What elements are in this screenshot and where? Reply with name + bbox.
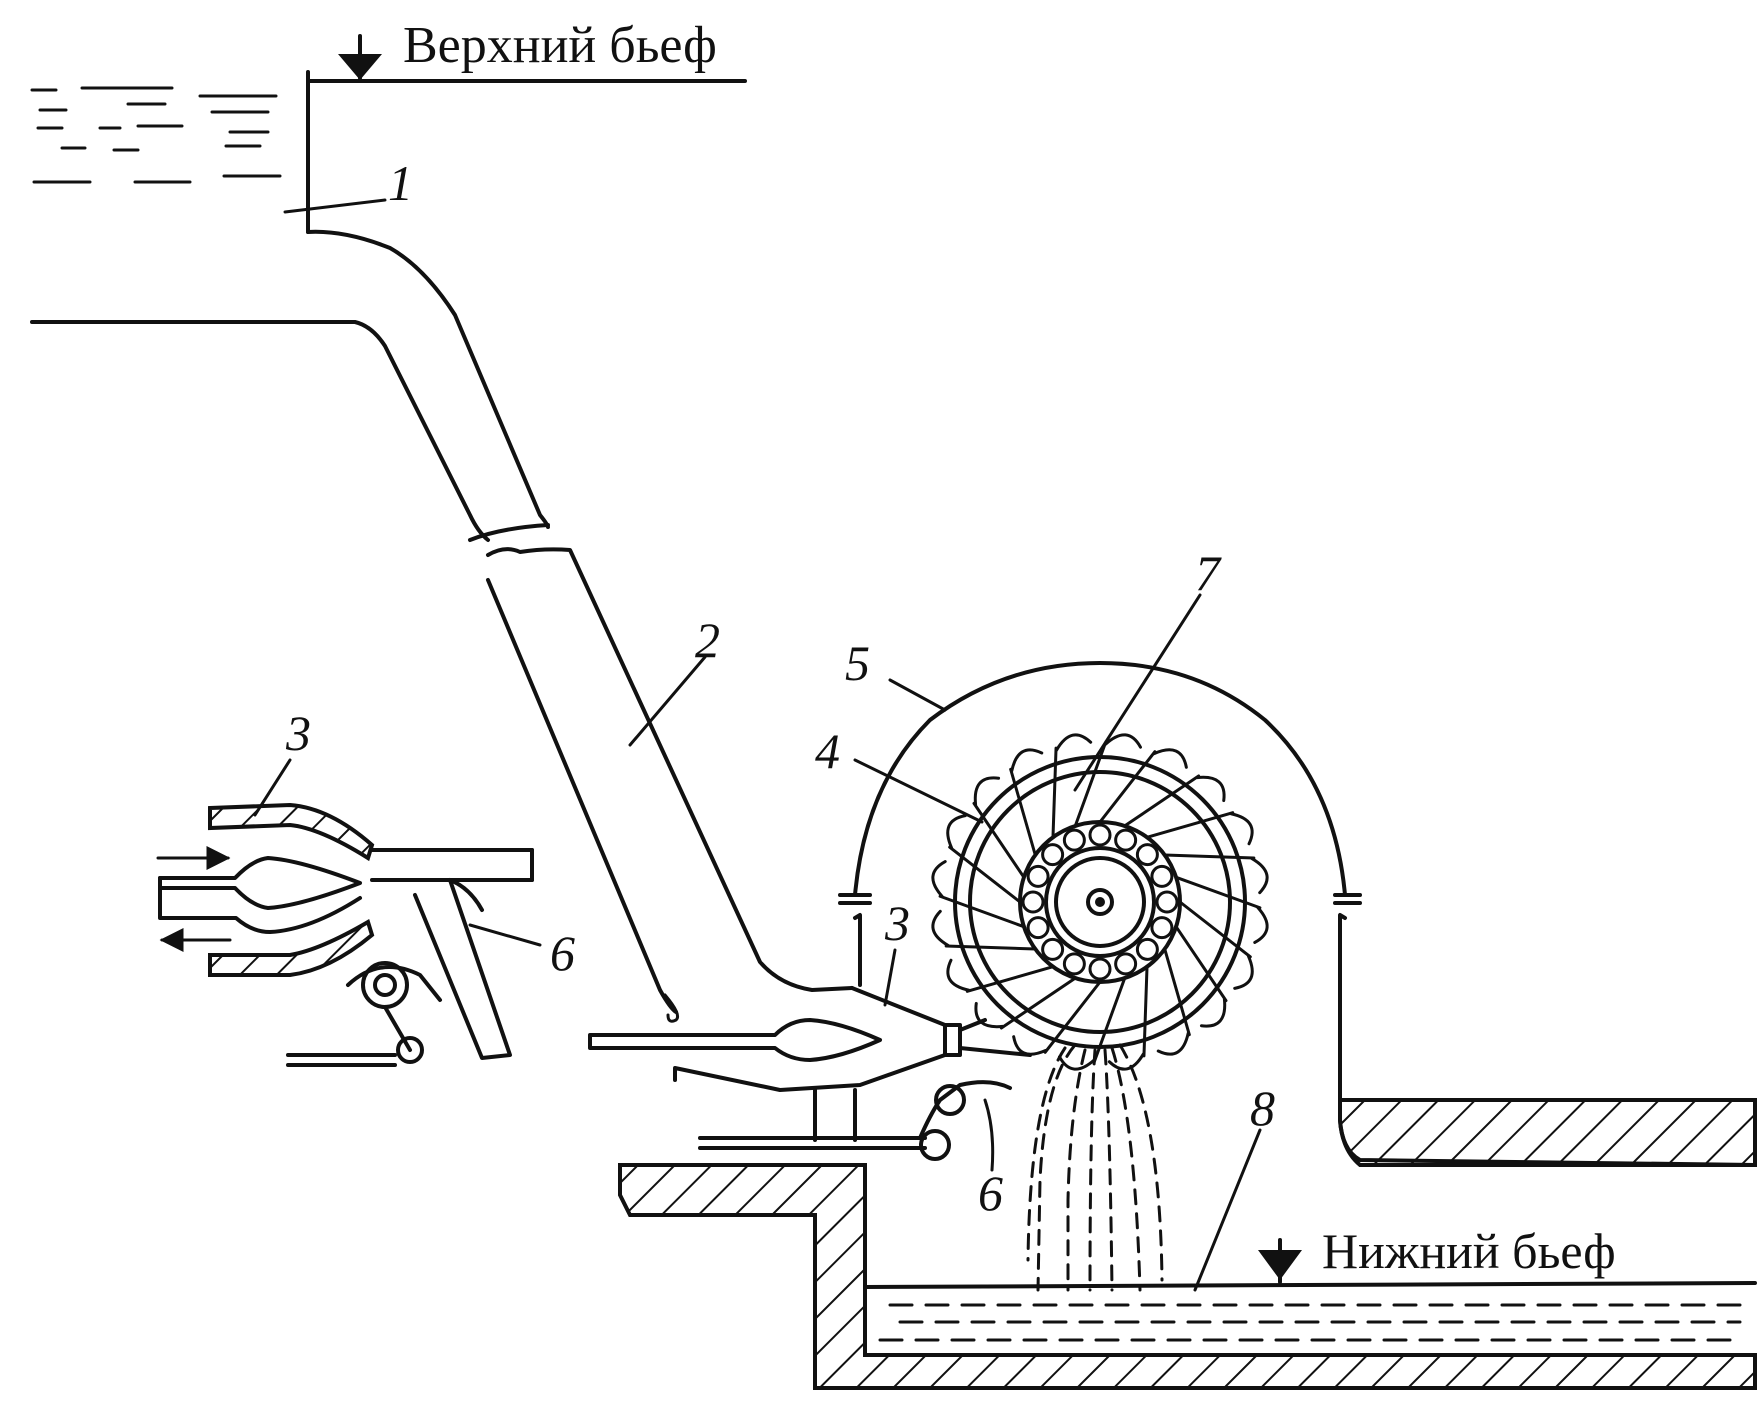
- runner-bucket: [1250, 857, 1269, 895]
- callout-6-main-label: 6: [978, 1165, 1003, 1221]
- runner-spoke: [1098, 750, 1157, 824]
- inset-deflector: [286, 878, 512, 1067]
- callout-5-label: 5: [845, 635, 870, 691]
- runner-bucket: [1195, 775, 1226, 803]
- runner-bolt-hole: [1114, 952, 1138, 976]
- dam-crest-line: [30, 320, 490, 542]
- runner-bolt-hole: [1041, 843, 1065, 867]
- callout-4-label: 4: [815, 723, 840, 779]
- runner-spoke: [1123, 774, 1201, 828]
- runner-spoke: [1145, 811, 1235, 839]
- runner-bucket: [1233, 954, 1254, 990]
- callout-2-label: 2: [695, 612, 720, 668]
- runner-spoke: [1073, 740, 1108, 828]
- runner-spoke: [965, 965, 1055, 993]
- runner-bucket: [1199, 997, 1227, 1028]
- runner-spoke: [1178, 900, 1252, 959]
- runner-spoke: [1051, 746, 1058, 839]
- runner-spoke: [1009, 767, 1037, 857]
- upper-pool: [30, 34, 747, 234]
- callout-3-main-label: 3: [884, 895, 910, 951]
- runner-bolt-hole: [1041, 937, 1065, 961]
- runner-spoke: [1163, 947, 1191, 1037]
- runner-bolt-hole: [1150, 864, 1174, 888]
- runner-spoke: [1163, 853, 1256, 860]
- runner-bolt-hole: [1088, 823, 1112, 847]
- runner-bucket: [1012, 1035, 1048, 1056]
- callout-8-label: 8: [1250, 1080, 1275, 1136]
- runner-bolt-hole: [1062, 952, 1086, 976]
- callout-3-inset: [253, 758, 292, 817]
- runner-bolt-hole: [1026, 864, 1050, 888]
- callout-3-inset-label: 3: [285, 705, 311, 761]
- runner-bucket: [1253, 906, 1269, 944]
- runner-bolt-hole: [1135, 937, 1159, 961]
- runner-bucket: [946, 814, 967, 850]
- runner-bucket: [1055, 733, 1093, 752]
- runner-spoke: [999, 976, 1077, 1030]
- runner-bucket: [1107, 1052, 1145, 1071]
- tailrace-structure: [618, 1098, 1757, 1390]
- runner-bucket: [1152, 748, 1188, 769]
- runner-bolt-hole: [1135, 843, 1159, 867]
- lower-pool-label: Нижний бьеф: [1322, 1223, 1616, 1279]
- callout-5: [888, 678, 947, 712]
- runner-bolt-hole: [1150, 916, 1174, 940]
- runner-spoke: [944, 944, 1037, 951]
- callout-4: [853, 758, 984, 824]
- lower-pool-level-marker: [1258, 1238, 1302, 1284]
- runner-bolt-hole: [1026, 916, 1050, 940]
- upper-pool-water-lines: [30, 86, 282, 184]
- runner-bucket: [974, 1001, 1005, 1029]
- runner-bolt-hole: [1114, 828, 1138, 852]
- runner-spoke: [972, 801, 1026, 879]
- tailrace-water-lines: [878, 1303, 1742, 1342]
- callout-6-inset: [468, 923, 542, 947]
- callout-7: [1073, 593, 1202, 792]
- main-nozzle: [588, 986, 1032, 1172]
- runner-bucket: [1156, 1031, 1190, 1056]
- runner-spoke: [938, 894, 1026, 929]
- runner-bucket: [1104, 733, 1142, 749]
- runner-spoke: [1174, 875, 1262, 910]
- callout-3-main: [883, 948, 897, 1007]
- runner-bucket: [931, 909, 950, 947]
- runner-bucket: [973, 776, 1001, 807]
- callout-1-label: 1: [388, 155, 413, 211]
- turbine-housing: [838, 661, 1757, 1167]
- runner-bolt-hole: [1155, 890, 1179, 914]
- callout-1: [283, 198, 387, 214]
- runner-bucket: [946, 958, 971, 992]
- runner-spoke: [1174, 925, 1228, 1003]
- callout-8: [1193, 1128, 1262, 1292]
- runner-bucket: [1229, 812, 1254, 846]
- runner-spoke: [948, 845, 1022, 904]
- runner-bolt-hole: [1021, 890, 1045, 914]
- callout-2: [628, 655, 707, 747]
- runner-bucket: [1010, 748, 1044, 773]
- callout-6-inset-label: 6: [550, 925, 575, 981]
- runner-bolt-hole: [1088, 957, 1112, 981]
- upper-pool-level-marker: [338, 34, 382, 80]
- water-spray: [1026, 1043, 1164, 1292]
- runner-bucket: [931, 860, 947, 898]
- runner-spoke: [1092, 976, 1127, 1064]
- upper-pool-label: Верхний бьеф: [403, 17, 717, 74]
- inset-nozzle-detail: [156, 802, 534, 1067]
- pelton-runner: [931, 733, 1269, 1071]
- runner-bolt-hole: [1062, 828, 1086, 852]
- runner-spoke: [1043, 980, 1102, 1054]
- callout-7-label: 7: [1195, 545, 1222, 601]
- penstock-pipe: [306, 229, 854, 1023]
- runner-spoke: [1142, 965, 1149, 1058]
- runner-bucket: [1058, 1055, 1096, 1071]
